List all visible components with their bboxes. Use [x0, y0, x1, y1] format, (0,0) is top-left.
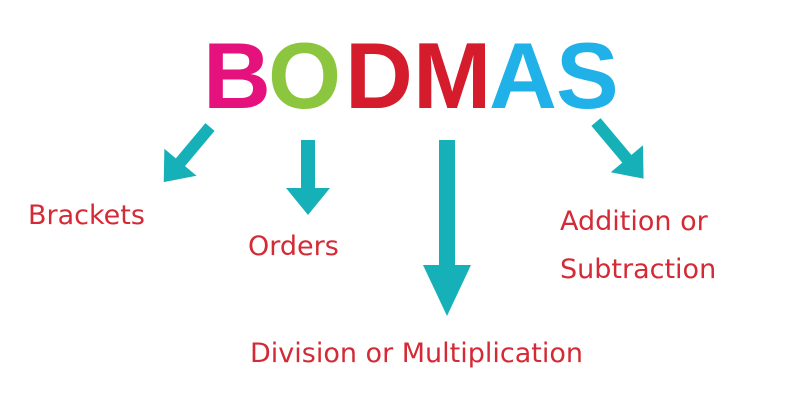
title-letter-o: O — [268, 23, 341, 128]
label-addition: Addition or — [560, 206, 709, 237]
arrow-to-division-icon — [423, 140, 471, 316]
arrow-to-orders-icon — [286, 140, 330, 215]
label-subtraction: Subtraction — [560, 254, 716, 285]
label-division-multiplication: Division or Multiplication — [250, 338, 583, 369]
title-letter-b: B — [203, 23, 271, 128]
title-letter-a: A — [489, 23, 557, 128]
arrow-to-brackets-icon — [163, 123, 215, 183]
label-orders: Orders — [248, 231, 339, 262]
title-bodmas: B O D M A S — [203, 23, 619, 128]
label-brackets: Brackets — [28, 200, 145, 231]
title-letter-m: M — [413, 23, 491, 128]
title-letter-d: D — [345, 23, 413, 128]
title-letter-s: S — [556, 23, 619, 128]
arrow-to-addition-icon — [591, 118, 644, 179]
